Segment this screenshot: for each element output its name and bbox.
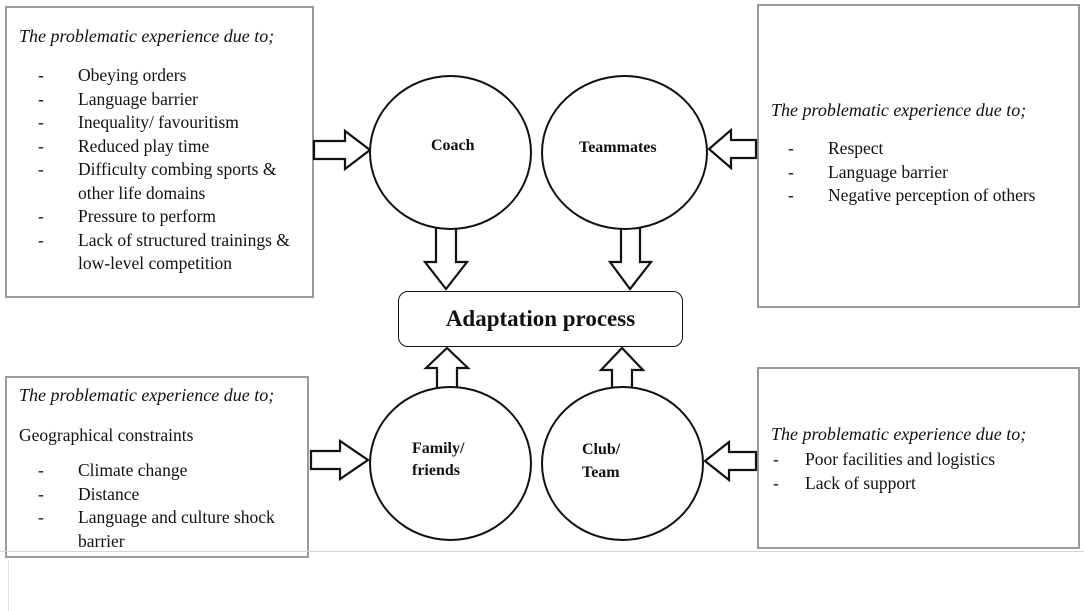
bottom-left-box-title: The problematic experience due to; <box>19 385 275 405</box>
list-item: Lack of support <box>773 472 1073 496</box>
club-team-circle: Club/ Team <box>541 386 704 541</box>
list-item: Lack of structured trainings & low-level… <box>38 229 308 276</box>
arrow-down-from-coach <box>422 224 470 291</box>
arrow-left-to-club <box>703 439 758 483</box>
arrow-up-to-family <box>423 346 471 390</box>
list-item: Language barrier <box>788 161 1078 185</box>
adaptation-process-label: Adaptation process <box>445 306 636 331</box>
list-item: Respect <box>788 137 1078 161</box>
family-label-line1: Family/ <box>412 440 465 457</box>
bottom-divider-vertical <box>8 560 9 611</box>
top-right-box-title: The problematic experience due to; <box>771 100 1027 120</box>
bottom-left-box: The problematic experience due to; Geogr… <box>5 376 309 558</box>
list-item: Inequality/ favouritism <box>38 111 313 135</box>
list-item: Obeying orders <box>38 64 313 88</box>
bottom-right-items: Poor facilities and logistics Lack of su… <box>773 448 1073 495</box>
top-left-box-title: The problematic experience due to; <box>19 26 275 46</box>
list-item: Poor facilities and logistics <box>773 448 1073 472</box>
list-item: Negative perception of others <box>788 184 1078 208</box>
bottom-divider <box>0 551 1084 552</box>
bottom-left-subtitle: Geographical constraints <box>19 425 194 445</box>
bottom-right-box-title: The problematic experience due to; <box>771 424 1027 444</box>
top-left-box: The problematic experience due to; Obeyi… <box>5 6 314 298</box>
family-friends-circle: Family/ friends <box>369 386 532 541</box>
arrow-right-to-coach <box>312 128 372 172</box>
club-label-line2: Team <box>582 464 620 481</box>
teammates-circle: Teammates <box>541 75 708 230</box>
list-item: Language barrier <box>38 88 313 112</box>
teammates-label: Teammates <box>579 139 657 156</box>
arrow-down-from-teammates <box>607 226 654 291</box>
list-item: Difficulty combing sports & other life d… <box>38 158 308 205</box>
list-item: Pressure to perform <box>38 205 313 229</box>
arrow-up-to-club <box>598 346 646 392</box>
bottom-right-box: The problematic experience due to; Poor … <box>757 367 1080 549</box>
coach-label: Coach <box>431 137 475 154</box>
bottom-left-items: Climate change Distance Language and cul… <box>38 459 308 553</box>
list-item: Reduced play time <box>38 135 313 159</box>
arrow-left-to-teammates <box>707 127 758 171</box>
top-right-items: Respect Language barrier Negative percep… <box>788 137 1078 208</box>
adaptation-process-box: Adaptation process <box>398 291 683 347</box>
coach-circle: Coach <box>369 75 532 230</box>
arrow-right-to-family <box>309 438 370 482</box>
top-right-box: The problematic experience due to; Respe… <box>757 4 1080 308</box>
list-item: Climate change <box>38 459 308 483</box>
club-label-line1: Club/ <box>582 441 621 458</box>
list-item: Distance <box>38 483 308 507</box>
family-label-line2: friends <box>412 462 460 479</box>
top-left-items: Obeying orders Language barrier Inequali… <box>38 64 313 276</box>
list-item: Language and culture shock barrier <box>38 506 323 553</box>
